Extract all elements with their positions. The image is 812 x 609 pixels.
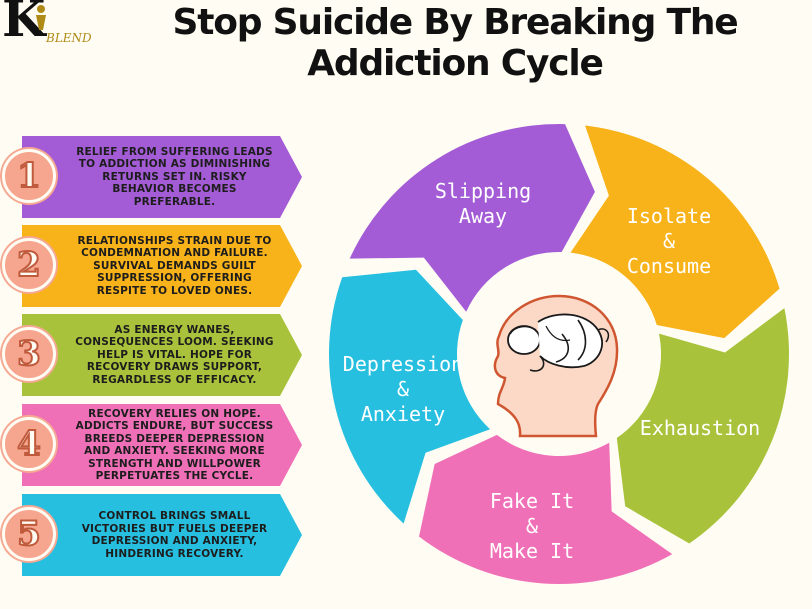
step-number-badge: 3 (2, 327, 56, 381)
curled-figure-icon (507, 313, 610, 372)
cycle-segment (418, 434, 673, 584)
logo-text: BLEND (46, 31, 92, 45)
step-number-badge: 5 (2, 507, 56, 561)
step-item: AS ENERGY WANES, CONSEQUENCES LOOM. SEEK… (2, 314, 302, 396)
cycle-segment (616, 308, 789, 544)
step-arrow (22, 314, 302, 396)
step-arrow (22, 136, 302, 218)
cycle-label-isolate-consume: Isolate & Consume (626, 204, 712, 278)
head-icon (493, 294, 619, 438)
cycle-label-depression-anxiety: Depression & Anxiety (342, 352, 464, 426)
cycle-label-slipping-away: Slipping Away (434, 179, 532, 228)
step-description: CONTROL BRINGS SMALL VICTORIES BUT FUELS… (81, 510, 268, 560)
cycle-segment (328, 269, 491, 524)
step-number: 5 (16, 513, 42, 555)
kblend-logo: K BLEND (0, 0, 95, 55)
step-arrow (22, 404, 302, 486)
step-description: RELIEF FROM SUFFERING LEADS TO ADDICTION… (76, 145, 273, 208)
title-line-1: Stop Suicide By Breaking The (172, 2, 738, 43)
step-number-badge: 4 (2, 417, 56, 471)
cycle-segment (349, 123, 595, 312)
title-line-2: Addiction Cycle (307, 43, 604, 84)
step-arrow (22, 225, 302, 307)
step-item: RELATIONSHIPS STRAIN DUE TO CONDEMNATION… (2, 225, 302, 307)
step-description: AS ENERGY WANES, CONSEQUENCES LOOM. SEEK… (75, 323, 274, 386)
figure-icon (36, 5, 46, 30)
step-description: RECOVERY RELIES ON HOPE. ADDICTS ENDURE,… (75, 407, 274, 483)
step-number: 4 (16, 423, 42, 465)
step-number: 2 (16, 244, 42, 286)
cycle-label-exhaustion: Exhaustion (639, 416, 761, 440)
step-number: 1 (16, 155, 42, 197)
cycle-segment (570, 125, 780, 339)
cycle-label-fake-it-make-it: Fake It & Make It (489, 489, 575, 563)
step-item: RELIEF FROM SUFFERING LEADS TO ADDICTION… (2, 136, 302, 218)
step-number-badge: 1 (2, 149, 56, 203)
step-arrow (22, 494, 302, 576)
cycle-segments (328, 123, 789, 584)
step-description: RELATIONSHIPS STRAIN DUE TO CONDEMNATION… (77, 234, 272, 297)
step-number-badge: 2 (2, 238, 56, 292)
step-item: CONTROL BRINGS SMALL VICTORIES BUT FUELS… (2, 494, 302, 576)
page-title: Stop Suicide By Breaking The Addiction C… (95, 2, 812, 84)
step-number: 3 (16, 333, 42, 375)
step-item: RECOVERY RELIES ON HOPE. ADDICTS ENDURE,… (2, 404, 302, 486)
